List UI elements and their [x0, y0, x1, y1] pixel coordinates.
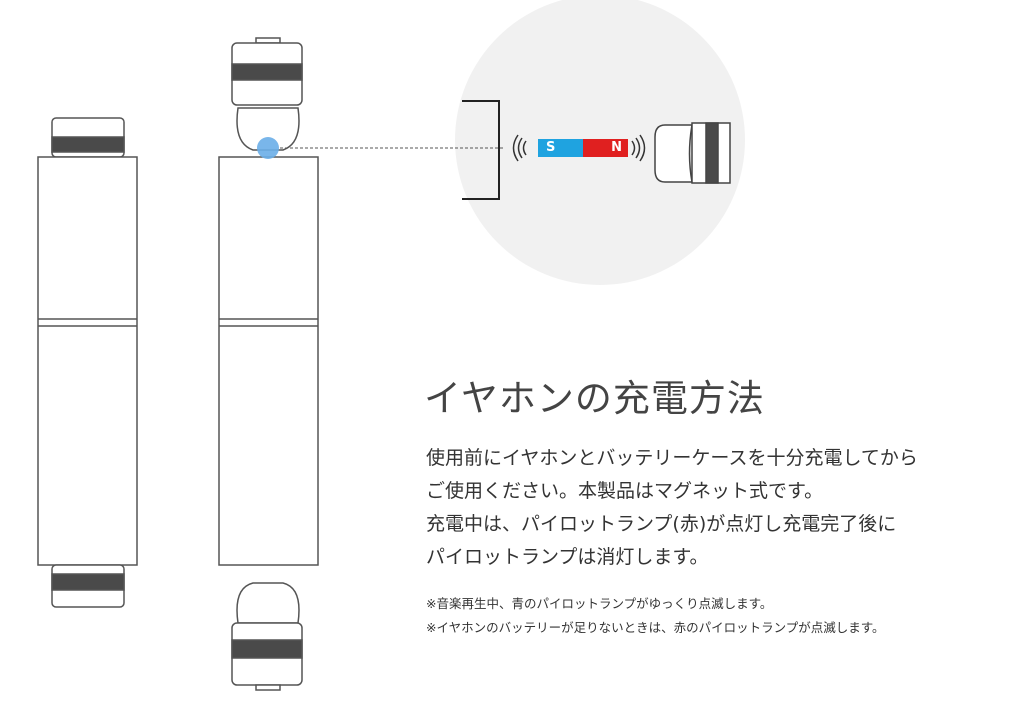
magnet-south: S — [538, 139, 583, 157]
notes: ※音楽再生中、青のパイロットランプがゆっくり点滅します。 ※イヤホンのバッテリー… — [426, 592, 884, 640]
description-line: 使用前にイヤホンとバッテリーケースを十分充電してから — [426, 447, 918, 469]
battery-case-open — [218, 156, 319, 566]
description: 使用前にイヤホンとバッテリーケースを十分充電してから ご使用ください。本製品はマ… — [426, 442, 918, 574]
magnetic-contact-dot — [257, 137, 279, 159]
description-line: パイロットランプは消灯します。 — [426, 546, 709, 568]
earbud-side-view — [654, 122, 731, 184]
earbud-bottom — [231, 582, 303, 691]
magnetic-wave-right-icon — [631, 134, 646, 162]
battery-case-closed — [37, 117, 138, 608]
magnetic-wave-left-icon — [512, 134, 527, 162]
earbud-top — [231, 37, 303, 151]
case-edge-detail — [462, 100, 500, 200]
section-title: イヤホンの充電方法 — [424, 377, 765, 420]
note-line: ※音楽再生中、青のパイロットランプがゆっくり点滅します。 — [426, 596, 773, 611]
description-line: 充電中は、パイロットランプ(赤)が点灯し充電完了後に — [426, 513, 897, 535]
note-line: ※イヤホンのバッテリーが足りないときは、赤のパイロットランプが点滅します。 — [426, 620, 885, 635]
description-line: ご使用ください。本製品はマグネット式です。 — [426, 480, 824, 502]
magnet-north: N — [583, 139, 628, 157]
